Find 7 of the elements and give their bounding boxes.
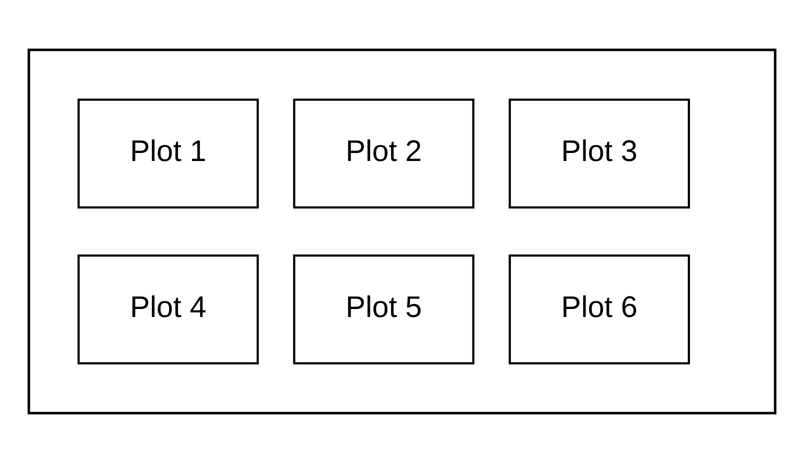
cluster bbox=[28, 48, 776, 414]
node-box: Plot 1 bbox=[78, 98, 259, 209]
node-box: Plot 4 bbox=[78, 254, 259, 364]
node-box: Plot 3 bbox=[508, 98, 690, 209]
node-box: Plot 5 bbox=[293, 254, 474, 364]
node-box: Plot 2 bbox=[293, 98, 474, 209]
node-box: Plot 6 bbox=[508, 254, 690, 364]
